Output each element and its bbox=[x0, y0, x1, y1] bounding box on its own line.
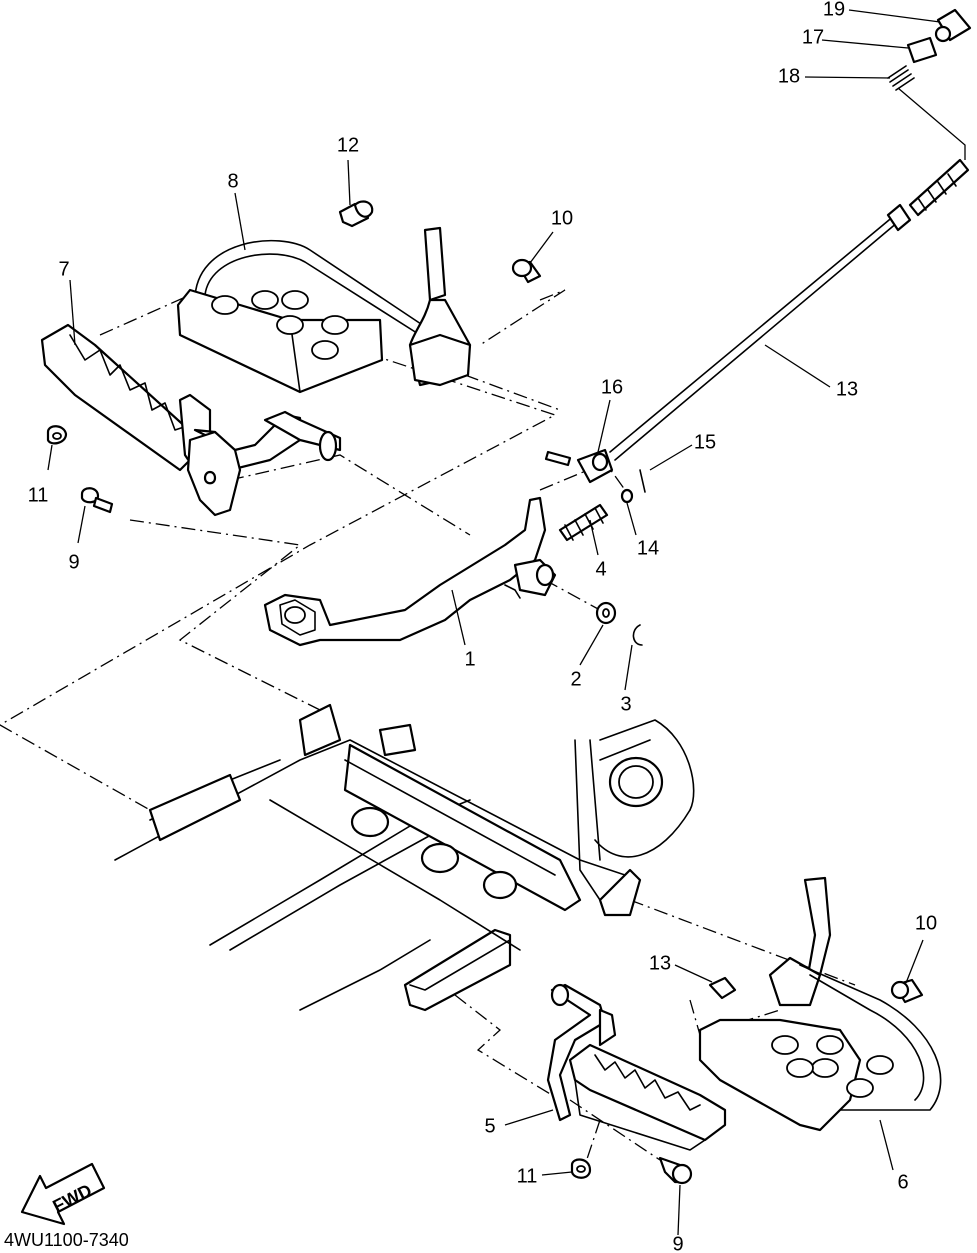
callout-7: 7 bbox=[58, 258, 69, 280]
brake-rod bbox=[609, 158, 970, 461]
callout-12-right: 13 bbox=[649, 952, 671, 974]
small-parts bbox=[544, 448, 646, 646]
footrest-bracket-left bbox=[176, 226, 472, 394]
footrest-right bbox=[568, 1043, 727, 1151]
footrest-holder-right bbox=[546, 983, 617, 1122]
callout-16: 16 bbox=[601, 376, 623, 398]
leader-lines bbox=[47, 9, 966, 1236]
callout-2: 2 bbox=[570, 668, 581, 690]
callout-15: 15 bbox=[694, 431, 716, 453]
callout-13: 13 bbox=[836, 378, 858, 400]
brake-pedal bbox=[263, 496, 557, 647]
callout-6: 6 bbox=[897, 1171, 908, 1193]
callout-12-top: 12 bbox=[337, 134, 359, 156]
callout-3: 3 bbox=[620, 693, 631, 715]
diagram-code: 4WU1100-7340 bbox=[4, 1230, 129, 1250]
footrest-holder-left bbox=[186, 410, 342, 517]
callout-10-top: 10 bbox=[551, 207, 573, 229]
callout-9-right: 9 bbox=[672, 1233, 683, 1253]
footrest-bracket-right bbox=[698, 876, 942, 1132]
callout-11-right: 11 bbox=[517, 1165, 538, 1187]
fasteners-right bbox=[570, 976, 924, 1185]
callout-numbers: 8 12 10 7 11 9 1 2 3 4 14 15 16 13 19 17… bbox=[28, 0, 938, 1253]
callout-18: 18 bbox=[778, 65, 800, 87]
callout-9-left: 9 bbox=[68, 551, 79, 573]
callout-1: 1 bbox=[464, 648, 475, 670]
chassis-frame bbox=[114, 703, 695, 1012]
callout-5: 5 bbox=[484, 1115, 495, 1137]
fwd-arrow-icon: FWD bbox=[20, 1162, 106, 1226]
footrest-left bbox=[40, 323, 212, 472]
callout-14: 14 bbox=[637, 537, 659, 559]
callout-11-left: 11 bbox=[28, 484, 49, 506]
callout-19: 19 bbox=[823, 0, 845, 20]
callout-10-right: 10 bbox=[915, 912, 937, 934]
callout-17: 17 bbox=[802, 26, 824, 48]
adjuster-parts bbox=[887, 8, 972, 91]
callout-4: 4 bbox=[595, 558, 606, 580]
callout-8: 8 bbox=[227, 170, 238, 192]
fasteners-left bbox=[46, 200, 542, 514]
